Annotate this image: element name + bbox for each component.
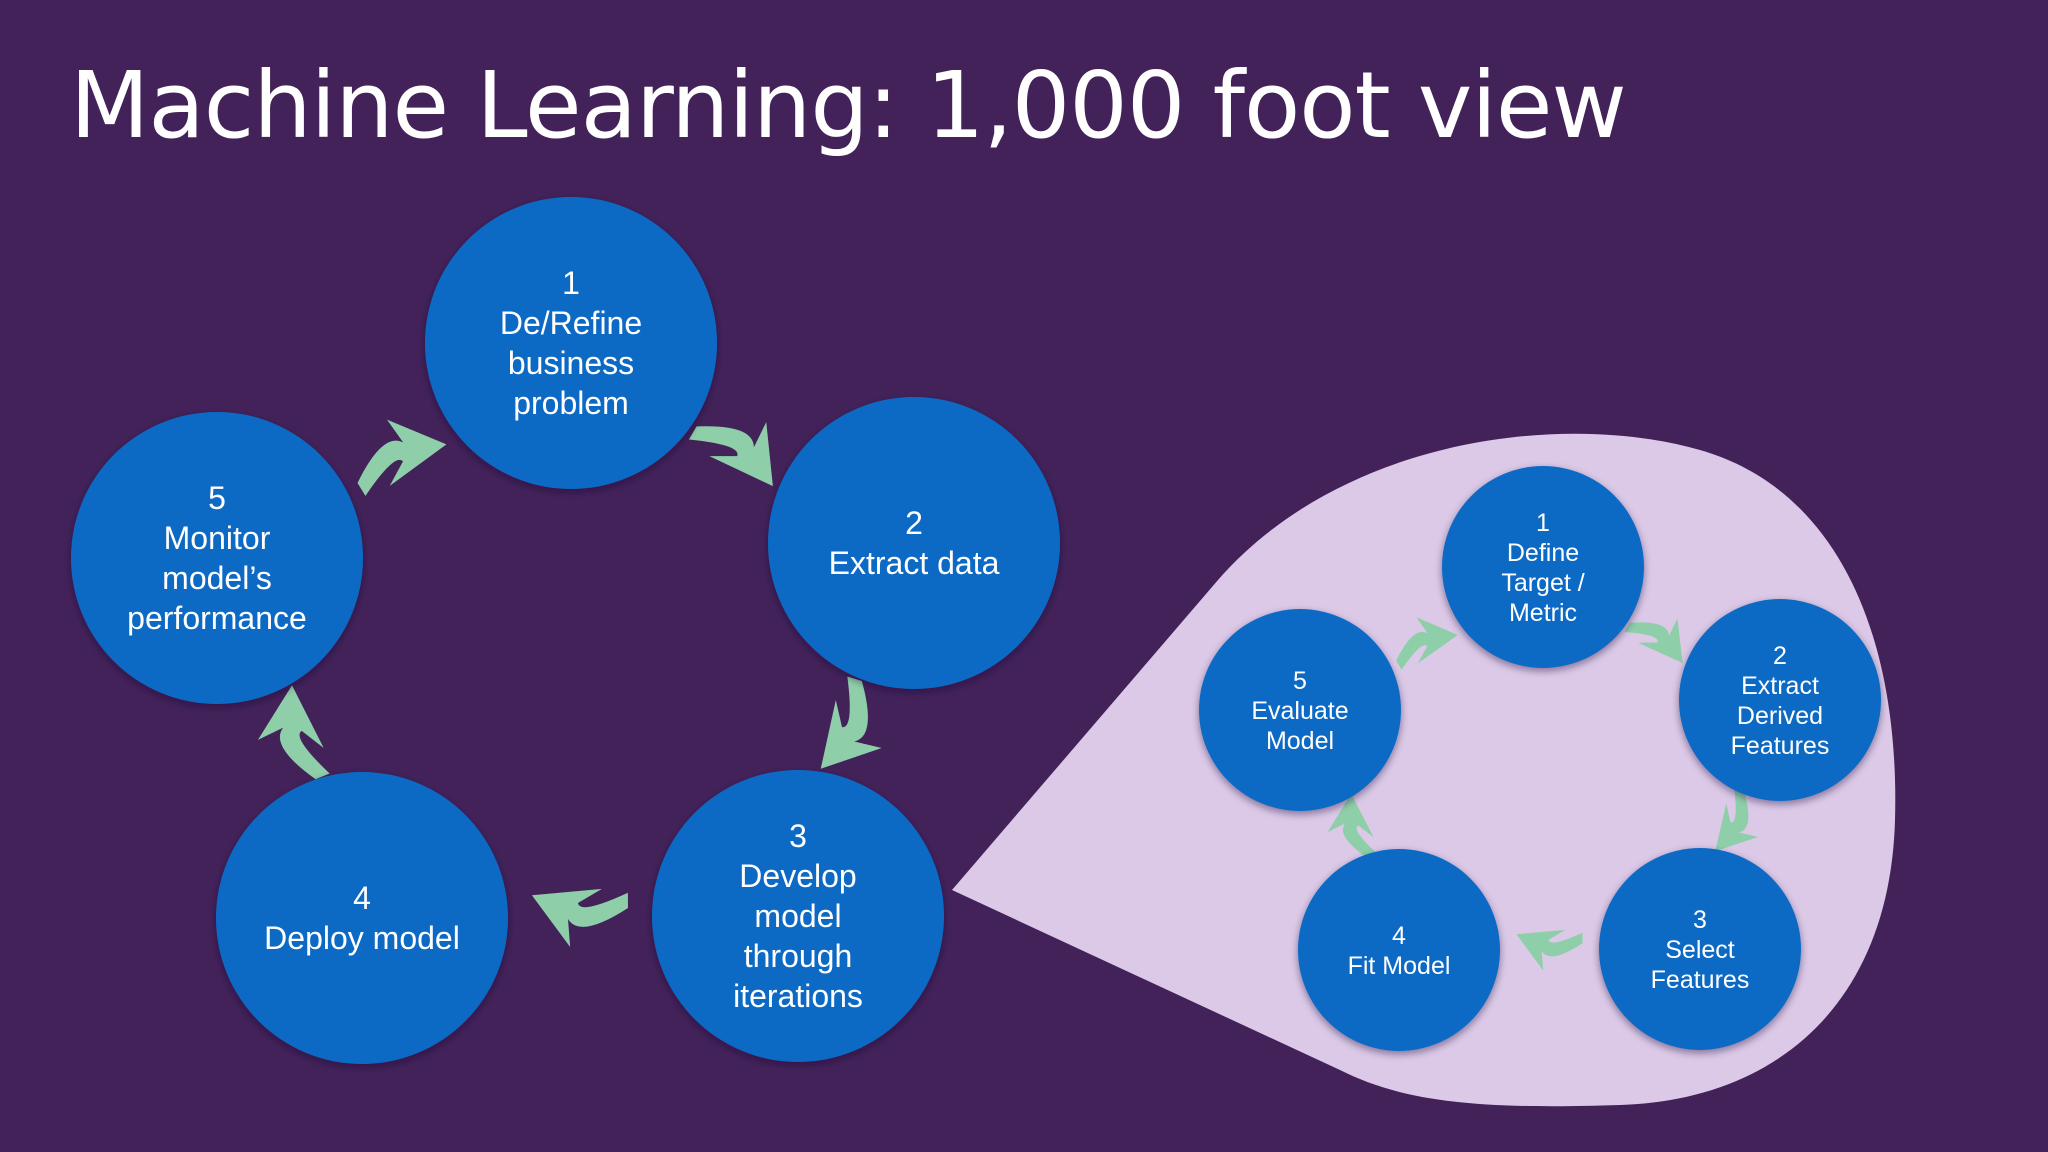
- detail-step-label-line: Features: [1731, 732, 1830, 760]
- main-step-label-line: Develop: [739, 858, 856, 894]
- detail-step-number: 4: [1392, 922, 1406, 950]
- main-step-label-line: De/Refine: [500, 305, 642, 341]
- main-step-label-line: Monitor: [164, 520, 271, 556]
- main-step-label-line: model’s: [162, 560, 272, 596]
- main-step-1: 1De/Refine business problem: [425, 197, 717, 489]
- main-step-circle: [71, 412, 363, 704]
- detail-step-number: 5: [1293, 667, 1307, 695]
- detail-step-circle: [1679, 599, 1881, 801]
- main-step-label-line: model: [754, 898, 841, 934]
- main-step-circle: [216, 772, 508, 1064]
- main-arrow-5-to-1-curved-arrow-icon: [357, 419, 447, 496]
- detail-arrow-5-to-1-curved-arrow-icon: [1396, 617, 1458, 670]
- detail-step-circle: [1599, 848, 1801, 1050]
- detail-arrow-2-to-3-curved-arrow-icon: [1715, 787, 1759, 852]
- detail-step-label-line: Model: [1266, 727, 1334, 755]
- detail-step-label-line: Derived: [1737, 702, 1823, 730]
- detail-step-label-line: Fit Model: [1348, 952, 1451, 980]
- detail-cycle-arrows: [1327, 617, 1759, 971]
- main-step-number: 3: [789, 818, 807, 854]
- detail-step-label-line: Features: [1651, 966, 1750, 994]
- main-step-number: 2: [905, 505, 923, 541]
- main-step-number: 4: [353, 880, 371, 916]
- main-step-number: 1: [562, 265, 580, 301]
- main-step-number: 5: [208, 480, 226, 516]
- main-arrow-4-to-5-curved-arrow-icon: [257, 685, 330, 780]
- main-arrow-1-to-2-curved-arrow-icon: [688, 422, 773, 487]
- detail-step-label-line: Target /: [1501, 569, 1584, 597]
- main-cycle-arrows: [257, 419, 882, 948]
- main-step-label-line: through: [744, 938, 853, 974]
- detail-step-label-line: Metric: [1509, 599, 1577, 627]
- detail-arrow-1-to-2-curved-arrow-icon: [1624, 618, 1683, 664]
- detail-step-label-line: Select: [1665, 936, 1735, 964]
- detail-step-label-line: Define: [1507, 539, 1579, 567]
- main-step-label-line: problem: [513, 385, 629, 421]
- detail-step-label-line: Extract: [1741, 672, 1819, 700]
- main-arrow-2-to-3-curved-arrow-icon: [820, 676, 882, 769]
- detail-step-label-line: Evaluate: [1251, 697, 1348, 725]
- main-step-label-line: Deploy model: [264, 920, 460, 956]
- main-step-circle: [768, 397, 1060, 689]
- detail-arrow-3-to-4-curved-arrow-icon: [1516, 929, 1583, 971]
- detail-step-number: 1: [1536, 509, 1550, 537]
- main-step-circle: [425, 197, 717, 489]
- main-arrow-3-to-4-curved-arrow-icon: [531, 888, 628, 948]
- slide-title: Machine Learning: 1,000 foot view: [70, 52, 1627, 159]
- detail-step-number: 3: [1693, 906, 1707, 934]
- main-step-label-line: iterations: [733, 978, 863, 1014]
- main-step-label-line: business: [508, 345, 634, 381]
- detail-step-circle: [1442, 466, 1644, 668]
- main-step-label-line: Extract data: [829, 545, 1000, 581]
- detail-step-circle: [1199, 609, 1401, 811]
- detail-step-number: 2: [1773, 642, 1787, 670]
- detail-arrow-4-to-5-curved-arrow-icon: [1327, 793, 1378, 859]
- main-step-circle: [652, 770, 944, 1062]
- detail-step-circle: [1298, 849, 1500, 1051]
- main-step-label-line: performance: [127, 600, 307, 636]
